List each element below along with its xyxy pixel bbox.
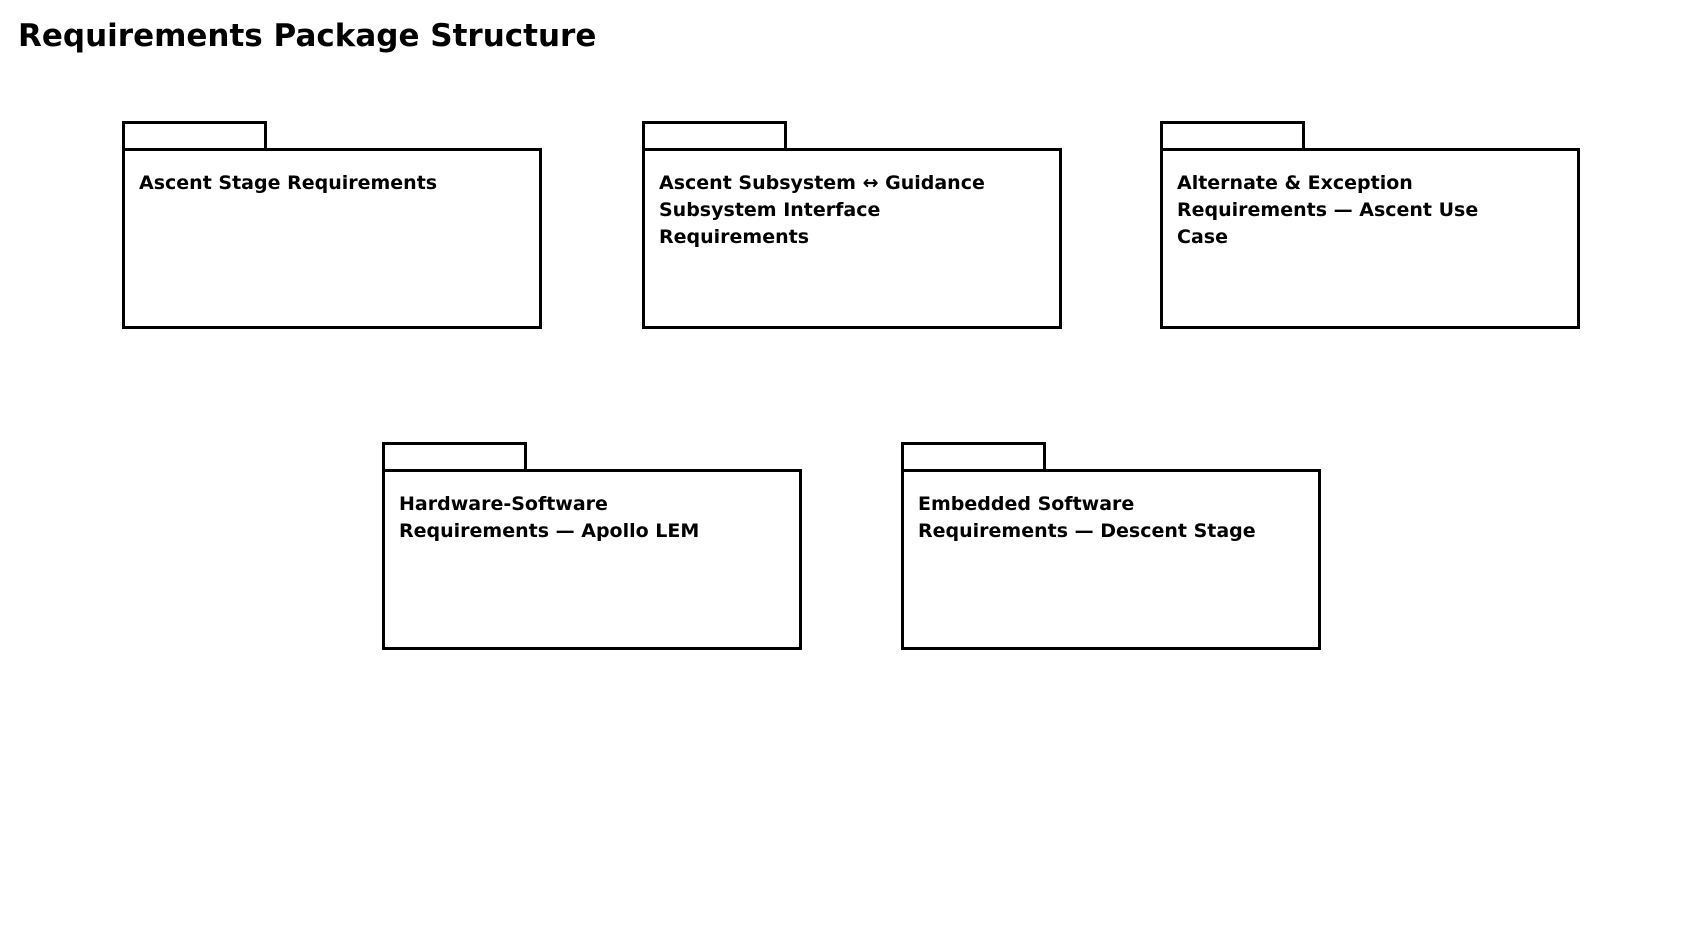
package-body: Ascent Subsystem ↔ Guidance Subsystem In… — [642, 148, 1062, 329]
package-label: Alternate & Exception Requirements — Asc… — [1177, 172, 1479, 248]
package-label: Ascent Subsystem ↔ Guidance Subsystem In… — [659, 172, 985, 248]
package-tab — [901, 442, 1046, 472]
package-hardware-software-requirements: Hardware-Software Requirements — Apollo … — [382, 442, 802, 653]
package-body: Alternate & Exception Requirements — Asc… — [1160, 148, 1580, 329]
package-label: Embedded Software Requirements — Descent… — [918, 493, 1256, 542]
diagram-title: Requirements Package Structure — [18, 18, 597, 54]
package-label: Hardware-Software Requirements — Apollo … — [399, 493, 700, 542]
package-ascent-stage-requirements: Ascent Stage Requirements — [122, 121, 542, 332]
package-tab — [642, 121, 787, 151]
package-body: Hardware-Software Requirements — Apollo … — [382, 469, 802, 650]
package-tab — [122, 121, 267, 151]
package-embedded-software-requirements: Embedded Software Requirements — Descent… — [901, 442, 1321, 653]
package-body: Ascent Stage Requirements — [122, 148, 542, 329]
package-tab — [382, 442, 527, 472]
package-tab — [1160, 121, 1305, 151]
package-label: Ascent Stage Requirements — [139, 172, 438, 194]
package-alternate-exception-requirements: Alternate & Exception Requirements — Asc… — [1160, 121, 1580, 332]
package-ascent-guidance-interface-requirements: Ascent Subsystem ↔ Guidance Subsystem In… — [642, 121, 1062, 332]
package-body: Embedded Software Requirements — Descent… — [901, 469, 1321, 650]
